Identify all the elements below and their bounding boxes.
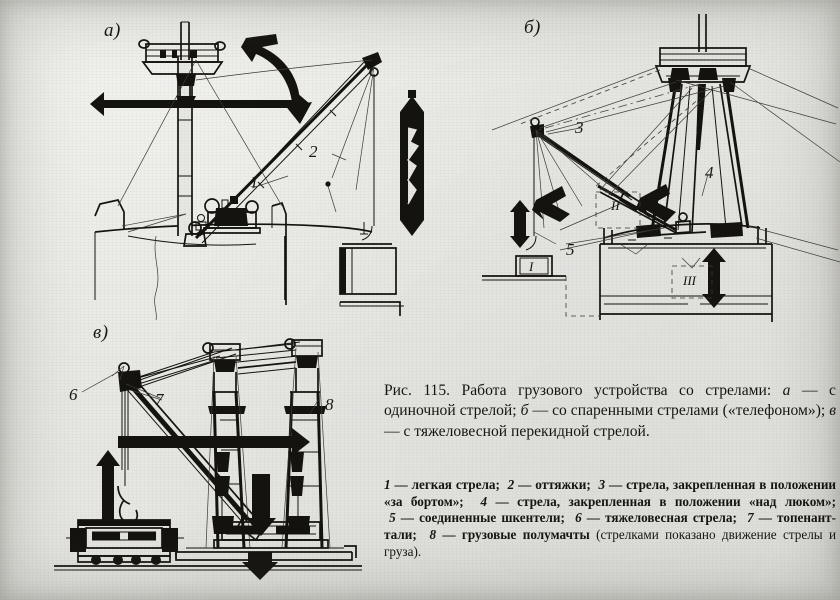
cargo-boom-a [182,52,382,247]
masthead-platform-b [654,47,752,83]
hoist-arrow-quay-b [510,200,530,248]
winch-a [203,196,261,234]
boom-motion-arrows-b [532,184,676,222]
legend-text-1: легкая стрела; [411,477,500,492]
caption-item-b-mark: б [520,402,529,420]
boom-4 [597,184,679,235]
legend-item: 1 — легкая стрела; [384,477,500,492]
callout-4: 4 [705,163,714,182]
legend-item: 8 — грузовые полумачты [423,526,590,542]
panel-label-b: б) [524,17,541,38]
legend-item: 6 — тяжеловесная стрела; [570,510,737,525]
legend-dash-2: — [518,477,532,492]
figure-caption: Рис. 115. Работа грузового устройства со… [384,381,836,442]
cargo-position-I [515,255,553,277]
legend-text-4: стрела, закрепленная в положении «над лю… [517,493,837,509]
legend-text-3: стрела, закрепленная в положении «за бор… [384,477,837,509]
heavy-load-locomotive [66,519,184,565]
legend-text-8: грузовые полумачты [461,526,590,542]
boom-motion-arrow-a [241,34,312,124]
legend-num-5: 5 [389,510,396,526]
panel-v-artwork [54,338,362,580]
panel-b-artwork [482,14,840,322]
caption-item-a: — с одиночной стрелой; [384,382,836,420]
panel-a-artwork [90,21,424,321]
callout-1: 1 [250,172,259,191]
legend-note: (стрелками показано движение стрелы и гр… [384,526,837,559]
legend-text-7: топенант-тали; [384,510,837,542]
callout-5: 5 [566,240,575,259]
position-mark-I: I [529,259,534,274]
caption-item-v: — с тяжеловесной перекидной стрелой. [384,422,650,440]
legend-num-1: 1 [384,477,391,492]
legend-dash-6: — [586,510,600,526]
legend-dash-5: — [400,510,414,526]
caption-title: Работа грузового устройства со стрелами: [461,382,772,399]
hoist-arrow-a [400,90,424,236]
half-mast-left [202,342,246,549]
legend-dash-3: — [609,477,623,492]
legend-item: 3 — стрела, закрепленная в положении «за… [384,477,836,509]
position-mark-III: III [683,273,696,288]
legend-text-5: соединенные шкентели; [419,510,565,526]
legend-dash-8: — [442,526,456,542]
caption-item-a-mark: а [782,382,791,399]
legend-text-6: тяжеловесная стрела; [605,510,737,526]
legend-dash-4: — [495,493,509,509]
caption-item-v-mark: в [829,402,837,420]
legend-num-3: 3 [598,477,606,492]
caption-figure-number: Рис. 115. [384,382,451,399]
load-arrow-deck-v [242,552,278,580]
boom-3 [530,117,642,212]
hoist-arrow-hold-b [702,248,726,308]
cargo-box-a [339,222,397,295]
legend-item: 2 — оттяжки; [504,477,591,492]
heavy-boom-6 [118,362,264,542]
legend-num-7: 7 [747,510,754,526]
callout-6: 6 [69,385,78,404]
legend-item: 4 — стрела, закрепленная в положении «на… [472,493,837,509]
figure-legend: 1 — легкая стрела; 2 — оттяжки; 3 — стре… [384,477,836,560]
legend-dash-7: — [758,510,772,526]
panel-label-a: а) [104,20,121,41]
hoist-arrow-up-v [96,450,120,520]
swing-arrow-a [90,92,310,116]
legend-dash-1: — [394,477,408,492]
legend-num-8: 8 [429,526,437,542]
masthead-platform [138,39,226,104]
position-mark-II: II [611,198,620,213]
callout-8: 8 [325,395,334,414]
legend-item: 5 — соединенные шкентели; [384,510,565,525]
legend-text-2: оттяжки; [535,477,591,492]
legend-num-2: 2 [507,477,515,492]
legend-num-4: 4 [480,493,488,509]
panel-label-v: в) [93,322,109,343]
callout-2: 2 [309,142,318,161]
half-mast-right [284,338,326,549]
landed-load-v [213,521,329,549]
legend-item: 7 — топенант-тали; [384,510,836,542]
hoist-arrow-down-v [246,474,276,536]
transfer-arrow-v [118,428,310,456]
callout-7: 7 [155,390,164,409]
legend-num-6: 6 [575,510,582,526]
callout-3: 3 [575,118,584,137]
caption-item-b: — со спаренными стрелами («телефоном»); [532,402,826,420]
